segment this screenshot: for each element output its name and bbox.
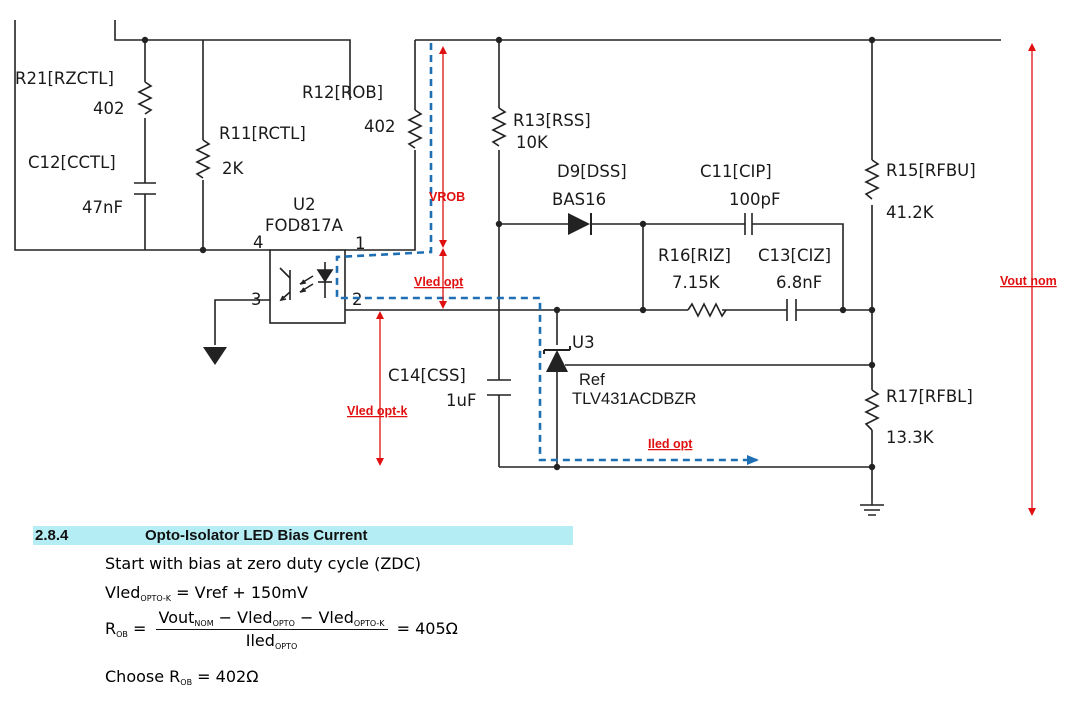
u2-optocoupler-symbol [269, 249, 346, 324]
u3-regulator-symbol [543, 346, 571, 372]
choose-text: Choose R [105, 667, 181, 686]
rob-fraction: VoutNOM − VledOPTO − VledOPTO-K IledOPTO [155, 608, 388, 651]
rob-equation: ROB = VoutNOM − VledOPTO − VledOPTO-K Il… [105, 608, 458, 651]
choose-subscript: OB [180, 678, 193, 687]
c13-ref-label: C13[CIZ] [758, 246, 831, 265]
iled-current-path [335, 43, 759, 465]
u3-part-label: TLV431ACDBZR [572, 390, 696, 408]
schematic-diagram: R21[RZCTL] 402 C12[CCTL] 47nF R11[RCTL] … [14, 20, 1057, 516]
zdc-text: Start with bias at zero duty cycle (ZDC) [105, 554, 422, 573]
r11-ref-label: R11[RCTL] [219, 124, 306, 143]
d9-ref-label: D9[DSS] [557, 162, 627, 181]
c14-ref-label: C14[CSS] [388, 366, 466, 385]
equals-sign: = [127, 619, 152, 638]
c12-capacitor-symbol [134, 182, 156, 195]
zdc-line: Start with bias at zero duty cycle (ZDC) [105, 554, 421, 573]
r17-resistor-symbol [864, 389, 880, 431]
r13-value-label: 10K [516, 133, 549, 152]
section-number: 2.8.4 [35, 527, 69, 544]
choose-line: Choose ROB = 402Ω [105, 667, 258, 687]
r17-ref-label: R17[RFBL] [886, 387, 973, 406]
r21-resistor-symbol [137, 81, 153, 115]
vled-opt-k-annotation: Vled opt-k [347, 404, 407, 418]
vout-nom-annotation: Vout nom [1000, 274, 1057, 288]
vled-opt-annotation: Vled opt [414, 275, 464, 289]
u2-pin1-label: 1 [355, 234, 366, 253]
u2-ref-label: U2 [293, 195, 316, 214]
vled-symbol: Vled [105, 583, 141, 602]
iled-opt-annotation: Iled opt [648, 437, 693, 451]
section-title: Opto-Isolator LED Bias Current [145, 527, 368, 544]
ground-symbol-u2 [203, 347, 227, 365]
u2-pin2-label: 2 [352, 290, 363, 309]
vled-value: = Vref + 150mV [171, 583, 308, 602]
r15-ref-label: R15[RFBU] [886, 161, 976, 180]
fraction-numerator: VoutNOM − VledOPTO − VledOPTO-K [155, 608, 388, 630]
wire-left-outer [14, 20, 270, 251]
bias-current-section: 2.8.4 Opto-Isolator LED Bias Current [33, 526, 573, 545]
wire-top-left [114, 20, 351, 100]
r16-value-label: 7.15K [672, 273, 721, 292]
r13-ref-label: R13[RSS] [513, 111, 591, 130]
fraction-denominator: IledOPTO [245, 631, 298, 651]
choose-value: = 402Ω [192, 667, 259, 686]
r16-resistor-symbol [687, 302, 727, 318]
section-heading: 2.8.4 Opto-Isolator LED Bias Current [33, 526, 573, 545]
r11-resistor-symbol [195, 139, 211, 179]
r11-value-label: 2K [222, 159, 244, 178]
wire-r12-body [345, 40, 416, 251]
c14-capacitor-symbol [487, 379, 511, 396]
u2-pin4-label: 4 [253, 233, 264, 252]
r12-resistor-symbol [407, 109, 423, 149]
rob-result: = 405Ω [396, 619, 458, 638]
c14-value-label: 1uF [446, 391, 476, 410]
vled-subscript: OPTO-K [140, 594, 172, 603]
u3-ref-label: U3 [572, 333, 595, 352]
wire-d9 [499, 223, 844, 310]
r15-resistor-symbol [864, 159, 880, 200]
rob-subscript: OB [116, 630, 128, 639]
c11-ref-label: C11[CIP] [700, 162, 772, 181]
c12-ref-label: C12[CCTL] [28, 153, 116, 172]
c11-capacitor-symbol [744, 213, 753, 235]
r21-ref-label: R21[RZCTL] [15, 69, 114, 88]
c13-value-label: 6.8nF [776, 273, 822, 292]
u3-refpin-label: Ref [579, 371, 605, 389]
wire-r16-c13 [642, 224, 843, 311]
vrob-annotation: VROB [429, 190, 465, 204]
c12-value-label: 47nF [82, 198, 123, 217]
r21-value-label: 402 [93, 99, 125, 118]
wires [14, 20, 1001, 500]
junctions [141, 36, 876, 471]
c13-capacitor-symbol [786, 299, 797, 321]
r15-value-label: 41.2K [886, 203, 935, 222]
rob-symbol: R [105, 619, 117, 638]
wire-u2-pin3 [214, 299, 270, 345]
vled-equation: VledOPTO-K = Vref + 150mV [105, 583, 308, 603]
d9-diode-symbol [568, 213, 592, 235]
c11-value-label: 100pF [729, 190, 780, 209]
r12-ref-label: R12[ROB] [302, 83, 383, 102]
ground-symbol-r17 [860, 500, 884, 516]
u2-part-label: FOD817A [265, 216, 344, 235]
r12-value-label: 402 [364, 117, 396, 136]
d9-part-label: BAS16 [552, 190, 606, 209]
u2-pin3-label: 3 [251, 290, 262, 309]
r13-resistor-symbol [491, 107, 507, 147]
r17-value-label: 13.3K [886, 428, 935, 447]
r16-ref-label: R16[RIZ] [658, 246, 731, 265]
